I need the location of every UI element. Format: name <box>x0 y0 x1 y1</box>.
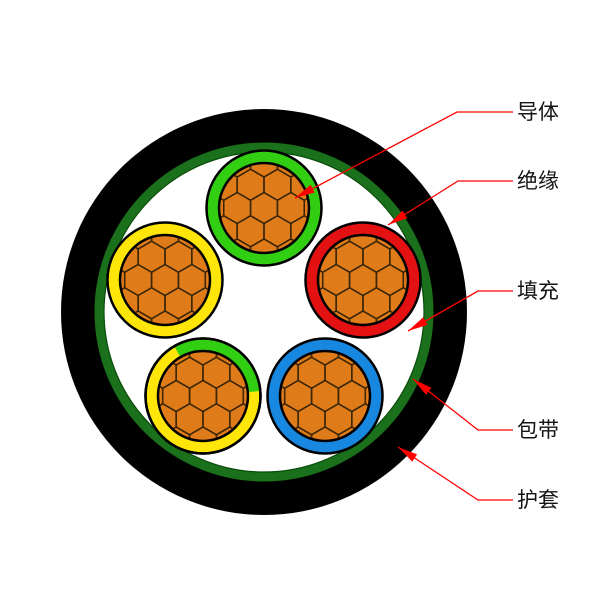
conductor-circle <box>156 349 250 443</box>
conductor-circle <box>316 233 410 327</box>
label-insulation: 绝缘 <box>517 169 559 193</box>
insulation-outline <box>144 337 262 455</box>
leader-sheath <box>397 446 513 501</box>
core-upper-right-red <box>304 221 422 339</box>
conductor-circle <box>278 349 372 443</box>
label-sheath: 护套 <box>517 488 559 512</box>
insulation-green-arc <box>174 338 261 393</box>
core-top-green <box>205 149 323 267</box>
core-lower-left-yellow-green <box>144 337 262 455</box>
label-tape: 包带 <box>517 418 559 442</box>
conductor-circle <box>217 161 311 255</box>
conductor-circle <box>118 233 212 327</box>
core-lower-right-blue <box>266 337 384 455</box>
leader-lines <box>294 111 513 501</box>
leader-insulation <box>387 180 513 226</box>
leader-conductor <box>294 111 513 199</box>
core-upper-left-yellow <box>106 221 224 339</box>
label-filling: 填充 <box>517 279 559 303</box>
label-conductor: 导体 <box>517 100 559 124</box>
leader-tape <box>412 378 513 431</box>
leader-filling <box>407 290 513 332</box>
labels: 导体 绝缘 填充 包带 护套 <box>517 100 559 512</box>
